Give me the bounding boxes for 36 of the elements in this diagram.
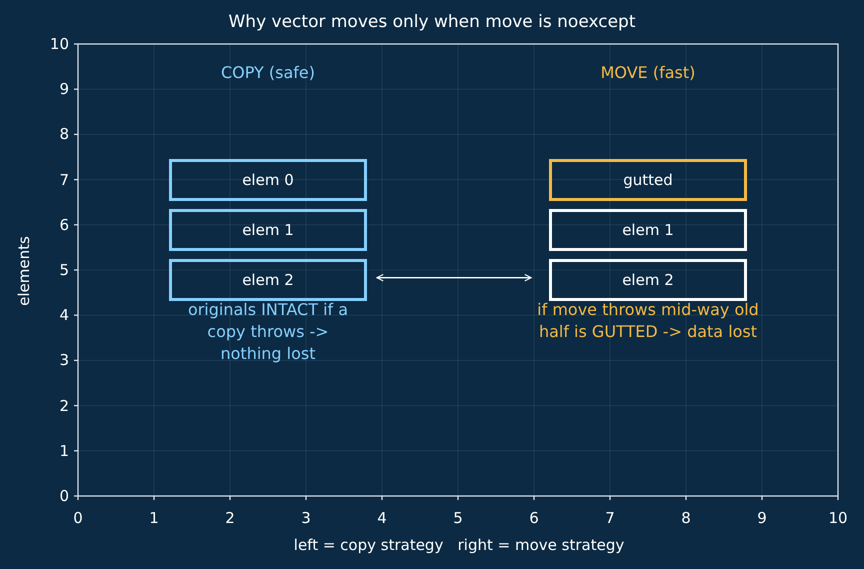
axis-label: left = copy strategy right = move strategy <box>292 535 626 556</box>
tick-label: 10 <box>49 34 69 55</box>
tick-label: 0 <box>58 486 69 507</box>
element-box: elem 2 <box>549 258 747 301</box>
tick-label: 3 <box>300 508 312 529</box>
tick-label: 6 <box>58 214 69 236</box>
tick-label: 9 <box>58 79 69 100</box>
tick-label: 0 <box>72 508 84 529</box>
tick-label: 6 <box>528 508 540 529</box>
note-text: if move throws mid-way old half is GUTTED -> data lost <box>536 299 760 343</box>
double-arrow <box>376 274 532 282</box>
element-box: elem 0 <box>169 159 367 202</box>
tick-label: 4 <box>376 508 388 529</box>
tick-label: 5 <box>452 508 464 529</box>
tick-label: 5 <box>58 260 69 281</box>
note-text: originals INTACT if a copy throws -> nothing lost <box>186 299 350 365</box>
tick-label: 8 <box>680 508 692 529</box>
tick-label: 1 <box>58 440 69 462</box>
tick-label: 3 <box>58 350 69 372</box>
element-box: elem 1 <box>549 208 747 251</box>
tick-label: 2 <box>58 396 69 417</box>
element-box: elem 2 <box>169 258 367 301</box>
chart-title: Why vector moves only when move is noexcept <box>227 12 637 32</box>
tick-label: 7 <box>58 170 69 191</box>
tick-label: 10 <box>827 508 849 529</box>
tick-label: 1 <box>148 508 160 529</box>
section-heading: COPY (safe) <box>220 62 316 84</box>
tick-label: 4 <box>58 305 69 326</box>
tick-label: 7 <box>604 508 616 529</box>
tick-label: 8 <box>58 124 69 146</box>
element-box: gutted <box>549 159 747 202</box>
axis-label: elements <box>14 235 34 308</box>
element-box: elem 1 <box>169 208 367 251</box>
section-heading: MOVE (fast) <box>600 62 696 84</box>
tick-label: 9 <box>756 508 768 529</box>
tick-label: 2 <box>224 508 236 529</box>
